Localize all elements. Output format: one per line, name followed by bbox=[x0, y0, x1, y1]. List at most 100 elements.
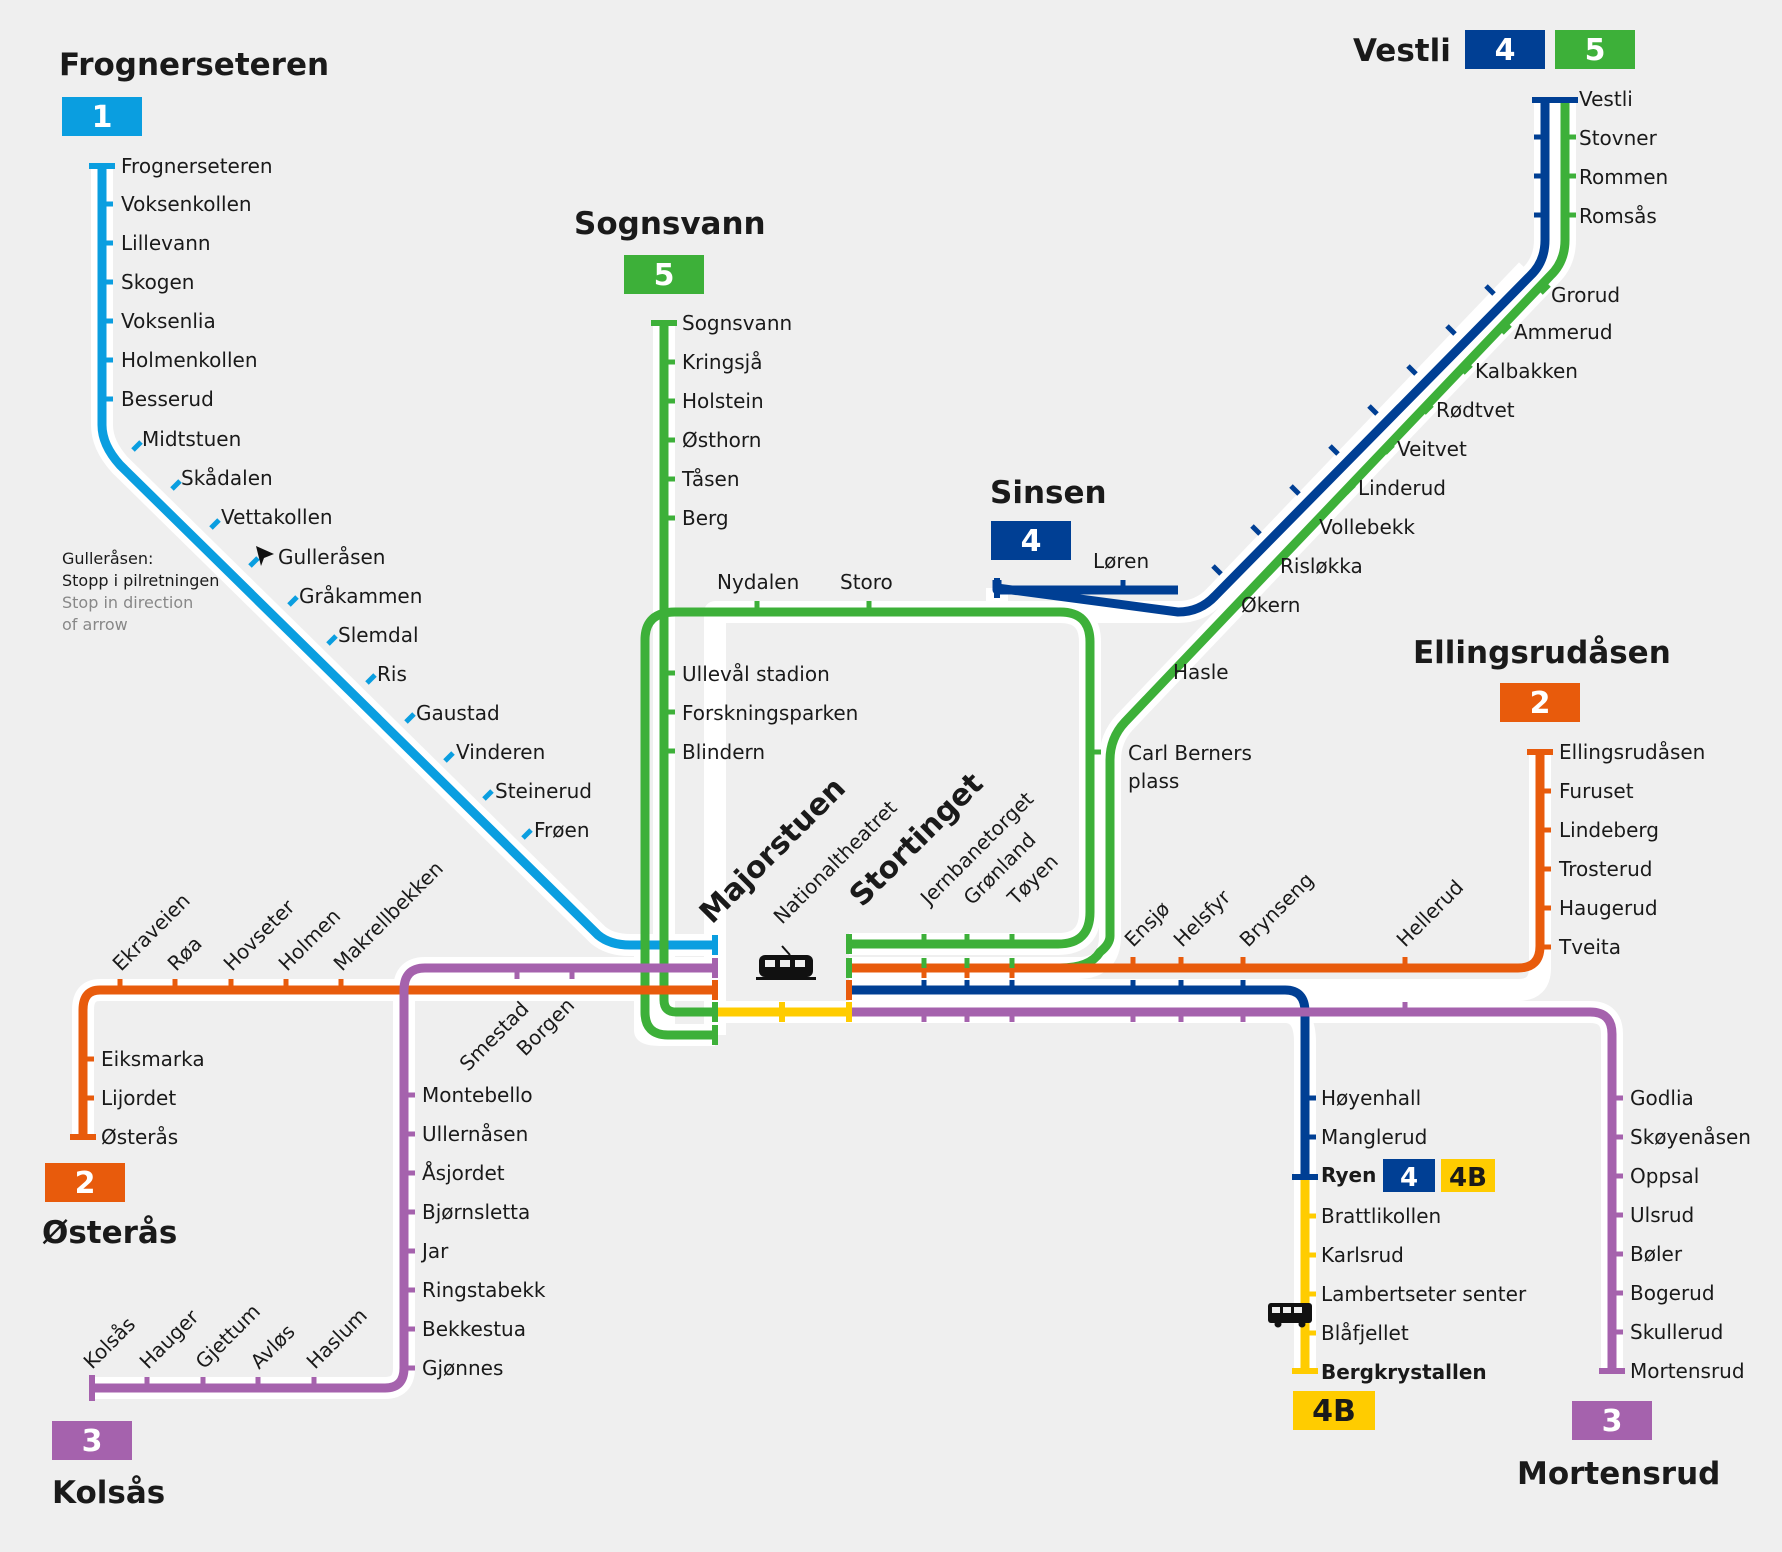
terminal-frognerseteren: Frognerseteren bbox=[59, 47, 329, 83]
station-ellingsrud-branch-3: Trosterud bbox=[1558, 857, 1652, 881]
station-line5-north-1: Kringsjå bbox=[682, 350, 763, 374]
badge-line-3-mortensrud-label: 3 bbox=[1602, 1404, 1623, 1439]
station-line1-stations-8: Skådalen bbox=[181, 466, 273, 490]
station-mortensrud-branch-2: Oppsal bbox=[1630, 1164, 1699, 1188]
station-line1-stations-1: Voksenkollen bbox=[121, 192, 252, 216]
station-vestli-branch-9: Linderud bbox=[1358, 476, 1446, 500]
station-mortensrud-branch-4: Bøler bbox=[1630, 1242, 1683, 1266]
station-vestli-branch-1: Stovner bbox=[1579, 126, 1658, 150]
station-line4b-south-2: Lambertseter senter bbox=[1321, 1282, 1527, 1306]
station-line1-stations-3: Skogen bbox=[121, 270, 194, 294]
station-line1-stations-10: Gulleråsen bbox=[278, 545, 385, 569]
badge-ryen-4b bbox=[1441, 1159, 1495, 1192]
station-carl-berners-1: plass bbox=[1128, 769, 1179, 793]
station-vestli-branch-11: Risløkka bbox=[1280, 554, 1363, 578]
station-line1-stations-0: Frognerseteren bbox=[121, 154, 273, 178]
badge-line-4-vestli bbox=[1465, 30, 1545, 69]
station-line1-stations-11: Gråkammen bbox=[299, 584, 422, 608]
terminal-vestli: Vestli bbox=[1353, 33, 1451, 69]
station-ticks bbox=[83, 134, 1623, 1388]
badge-line-5-sognsvann-label: 5 bbox=[654, 258, 675, 293]
station-ellingsrud-branch-0: Ellingsrudåsen bbox=[1559, 740, 1705, 764]
station-line1-stations-15: Vinderen bbox=[456, 740, 545, 764]
station-carl-berners-0: Carl Berners bbox=[1128, 741, 1252, 765]
station-vestli-branch-2: Rommen bbox=[1579, 165, 1668, 189]
station-ring-4: Forskningsparken bbox=[682, 701, 858, 725]
station-line1-stations-17: Frøen bbox=[534, 818, 590, 842]
station-osteras-down-0: Eiksmarka bbox=[101, 1047, 205, 1071]
station-vestli-branch-5: Ammerud bbox=[1514, 320, 1613, 344]
trunk-ticks bbox=[921, 934, 1246, 1022]
station-ring-0: Nydalen bbox=[717, 570, 799, 594]
tram-icon bbox=[756, 945, 816, 980]
station-vestli-branch-8: Veitvet bbox=[1397, 437, 1467, 461]
station-line3-down-6: Bekkestua bbox=[422, 1317, 526, 1341]
note-line-3: Stop in direction bbox=[62, 593, 193, 612]
station-mortensrud-branch-1: Skøyenåsen bbox=[1630, 1125, 1751, 1149]
station-vestli-branch-4: Grorud bbox=[1551, 283, 1620, 307]
station-mortensrud-branch-7: Mortensrud bbox=[1630, 1359, 1745, 1383]
station-ellingsrud-branch-2: Lindeberg bbox=[1559, 818, 1659, 842]
station-line4-south-0: Høyenhall bbox=[1321, 1086, 1421, 1110]
badge-line-5-sognsvann bbox=[624, 255, 704, 294]
station-line5-north-4: Tåsen bbox=[681, 467, 740, 491]
station-hasle: Hasle bbox=[1173, 660, 1229, 684]
station-line1-stations-13: Ris bbox=[377, 662, 407, 686]
station-ring-1: Storo bbox=[840, 570, 893, 594]
station-line1-stations-16: Steinerud bbox=[495, 779, 592, 803]
station-line5-north-5: Berg bbox=[682, 506, 729, 530]
station-ellingsrud-branch-1: Furuset bbox=[1559, 779, 1634, 803]
station-vestli-branch-6: Kalbakken bbox=[1475, 359, 1578, 383]
station-ring-3: Ullevål stadion bbox=[682, 662, 830, 686]
line-3 bbox=[92, 963, 1617, 1393]
station-line4-south-1: Manglerud bbox=[1321, 1125, 1427, 1149]
station-line5-north-2: Holstein bbox=[682, 389, 764, 413]
station-line1-stations-9: Vettakollen bbox=[221, 505, 333, 529]
arrow-icon bbox=[256, 546, 274, 566]
badge-line-3-kolsas-label: 3 bbox=[82, 1424, 103, 1459]
terminal-osteras: Østerås bbox=[42, 1215, 177, 1251]
terminal-ellingsrudasen: Ellingsrudåsen bbox=[1413, 635, 1671, 671]
station-line3-down-7: Gjønnes bbox=[422, 1356, 503, 1380]
station-line4b-south-4: Bergkrystallen bbox=[1321, 1360, 1487, 1384]
station-line3-down-0: Montebello bbox=[422, 1083, 533, 1107]
terminal-sinsen: Sinsen bbox=[990, 475, 1107, 511]
badge-line-3-mortensrud bbox=[1572, 1401, 1652, 1440]
station-mortensrud-branch-5: Bogerud bbox=[1630, 1281, 1715, 1305]
central-bars bbox=[712, 934, 852, 1045]
station-line3-down-3: Bjørnsletta bbox=[422, 1200, 530, 1224]
badge-line-1 bbox=[62, 97, 142, 136]
note-line-4: of arrow bbox=[62, 615, 128, 634]
station-line1-stations-5: Holmenkollen bbox=[121, 348, 258, 372]
station-vestli-branch-0: Vestli bbox=[1579, 87, 1633, 111]
station-line3-down-4: Jar bbox=[420, 1239, 449, 1263]
station-mortensrud-branch-0: Godlia bbox=[1630, 1086, 1694, 1110]
station-ryen: Ryen bbox=[1321, 1163, 1376, 1187]
terminal-sognsvann: Sognsvann bbox=[574, 206, 766, 242]
badge-line-2-osteras-label: 2 bbox=[75, 1166, 96, 1201]
terminal-kolsas: Kolsås bbox=[52, 1475, 165, 1511]
station-osteras-down-1: Lijordet bbox=[101, 1086, 176, 1110]
station-mortensrud-branch-3: Ulsrud bbox=[1630, 1203, 1694, 1227]
badge-line-2-ellingsrud bbox=[1500, 683, 1580, 722]
note-line-1: Gulleråsen: bbox=[62, 549, 153, 568]
badge-line-3-kolsas bbox=[52, 1421, 132, 1460]
badge-line-4b-bergkrystallen-label: 4B bbox=[1312, 1394, 1356, 1429]
station-vestli-branch-3: Romsås bbox=[1579, 204, 1657, 228]
station-vestli-branch-12: Økern bbox=[1241, 593, 1300, 617]
bus-icon bbox=[1268, 1303, 1312, 1328]
badge-line-4-vestli-label: 4 bbox=[1495, 33, 1516, 68]
station-mortensrud-branch-6: Skullerud bbox=[1630, 1320, 1723, 1344]
station-line4b-south-1: Karlsrud bbox=[1321, 1243, 1404, 1267]
station-vestli-branch-10: Vollebekk bbox=[1319, 515, 1415, 539]
station-line3-down-2: Åsjordet bbox=[422, 1161, 505, 1185]
station-line1-stations-12: Slemdal bbox=[338, 623, 419, 647]
badge-line-4-sinsen bbox=[991, 521, 1071, 560]
station-line3-down-5: Ringstabekk bbox=[422, 1278, 546, 1302]
station-ellingsrud-branch-4: Haugerud bbox=[1559, 896, 1658, 920]
station-ellingsrud-branch-5: Tveita bbox=[1558, 935, 1621, 959]
station-line1-stations-4: Voksenlia bbox=[121, 309, 216, 333]
station-osteras-down-2: Østerås bbox=[101, 1125, 178, 1149]
badge-line-2-osteras bbox=[45, 1163, 125, 1202]
